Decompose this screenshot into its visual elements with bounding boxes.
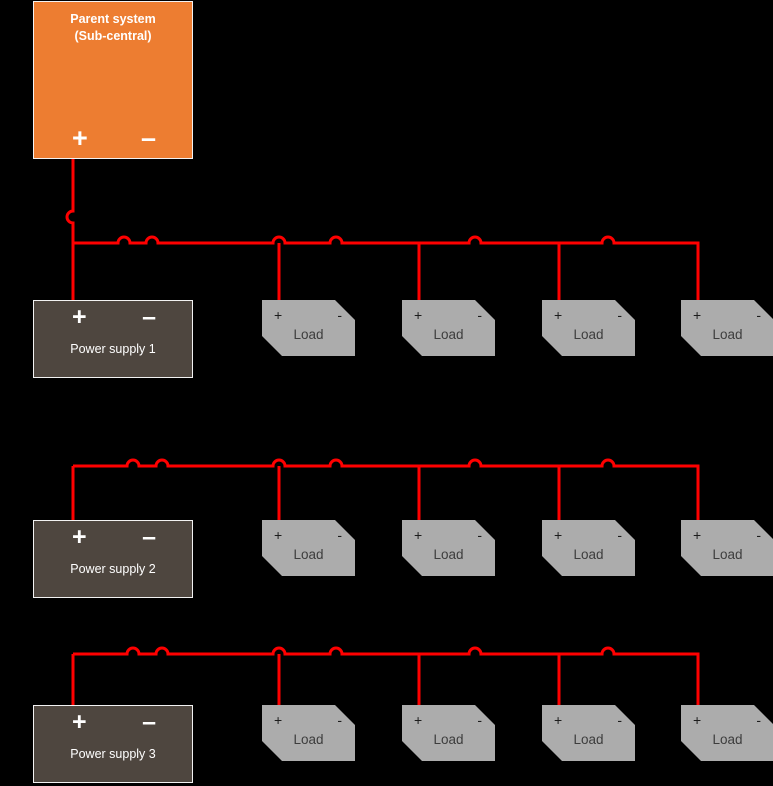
wire-row3-bus (73, 646, 700, 706)
load-box-r1c1: + - Load (262, 300, 355, 356)
load-label: Load (293, 732, 324, 747)
minus-terminal: - (756, 712, 761, 728)
psu3-terminals: + – (34, 708, 192, 737)
parent-system-box: Parent system (Sub-central) + – (33, 1, 193, 159)
minus-terminal: – (142, 303, 156, 331)
minus-terminal: - (337, 527, 342, 543)
load-box-r2c3: + - Load (542, 520, 635, 576)
plus-terminal: + (274, 307, 283, 323)
load-box-r2c1: + - Load (262, 520, 355, 576)
load-box-r2c4: + - Load (681, 520, 773, 576)
minus-terminal: – (142, 523, 156, 551)
load-box-r1c4: + - Load (681, 300, 773, 356)
parent-system-title: Parent system (Sub-central) (34, 2, 192, 44)
load-box-r3c1: + - Load (262, 705, 355, 761)
psu2-terminals: + – (34, 523, 192, 552)
power-supply-1-box: + – Power supply 1 (33, 300, 193, 378)
parent-terminals: + – (34, 125, 192, 152)
minus-terminal: - (756, 527, 761, 543)
minus-terminal: - (477, 712, 482, 728)
parent-title-line2: (Sub-central) (74, 28, 152, 43)
plus-terminal: + (414, 712, 423, 728)
power-supply-3-box: + – Power supply 3 (33, 705, 193, 783)
plus-terminal: + (274, 527, 283, 543)
minus-terminal: - (617, 527, 622, 543)
plus-terminal: + (414, 307, 423, 323)
plus-terminal: + (72, 123, 88, 153)
wire-parent-to-psu1 (65, 159, 75, 301)
plus-terminal: + (554, 712, 563, 728)
psu1-terminals: + – (34, 303, 192, 332)
wire-row1-bus (73, 235, 700, 301)
minus-terminal: - (617, 307, 622, 323)
minus-terminal: - (756, 307, 761, 323)
plus-terminal: + (72, 303, 87, 331)
plus-terminal: + (554, 307, 563, 323)
load-box-r1c2: + - Load (402, 300, 495, 356)
load-label: Load (293, 547, 324, 562)
minus-terminal: - (617, 712, 622, 728)
load-label: Load (712, 732, 743, 747)
load-box-r3c3: + - Load (542, 705, 635, 761)
minus-terminal: - (477, 307, 482, 323)
psu1-label: Power supply 1 (70, 342, 156, 356)
load-label: Load (573, 547, 604, 562)
plus-terminal: + (72, 523, 87, 551)
load-box-r3c2: + - Load (402, 705, 495, 761)
load-label: Load (573, 327, 604, 342)
load-box-r3c4: + - Load (681, 705, 773, 761)
load-label: Load (573, 732, 604, 747)
load-label: Load (433, 732, 464, 747)
minus-terminal: - (337, 712, 342, 728)
plus-terminal: + (693, 307, 702, 323)
load-label: Load (433, 327, 464, 342)
load-label: Load (433, 547, 464, 562)
power-supply-2-box: + – Power supply 2 (33, 520, 193, 598)
load-label: Load (712, 327, 743, 342)
minus-terminal: – (140, 123, 156, 153)
load-label: Load (712, 547, 743, 562)
load-box-r1c3: + - Load (542, 300, 635, 356)
psu2-label: Power supply 2 (70, 562, 156, 576)
plus-terminal: + (414, 527, 423, 543)
plus-terminal: + (554, 527, 563, 543)
minus-terminal: - (337, 307, 342, 323)
plus-terminal: + (274, 712, 283, 728)
minus-terminal: – (142, 708, 156, 736)
plus-terminal: + (693, 712, 702, 728)
parent-title-line1: Parent system (70, 12, 156, 26)
plus-terminal: + (693, 527, 702, 543)
minus-terminal: - (477, 527, 482, 543)
wire-row2-bus (73, 458, 700, 521)
load-label: Load (293, 327, 324, 342)
plus-terminal: + (72, 708, 87, 736)
psu3-label: Power supply 3 (70, 747, 156, 761)
load-box-r2c2: + - Load (402, 520, 495, 576)
